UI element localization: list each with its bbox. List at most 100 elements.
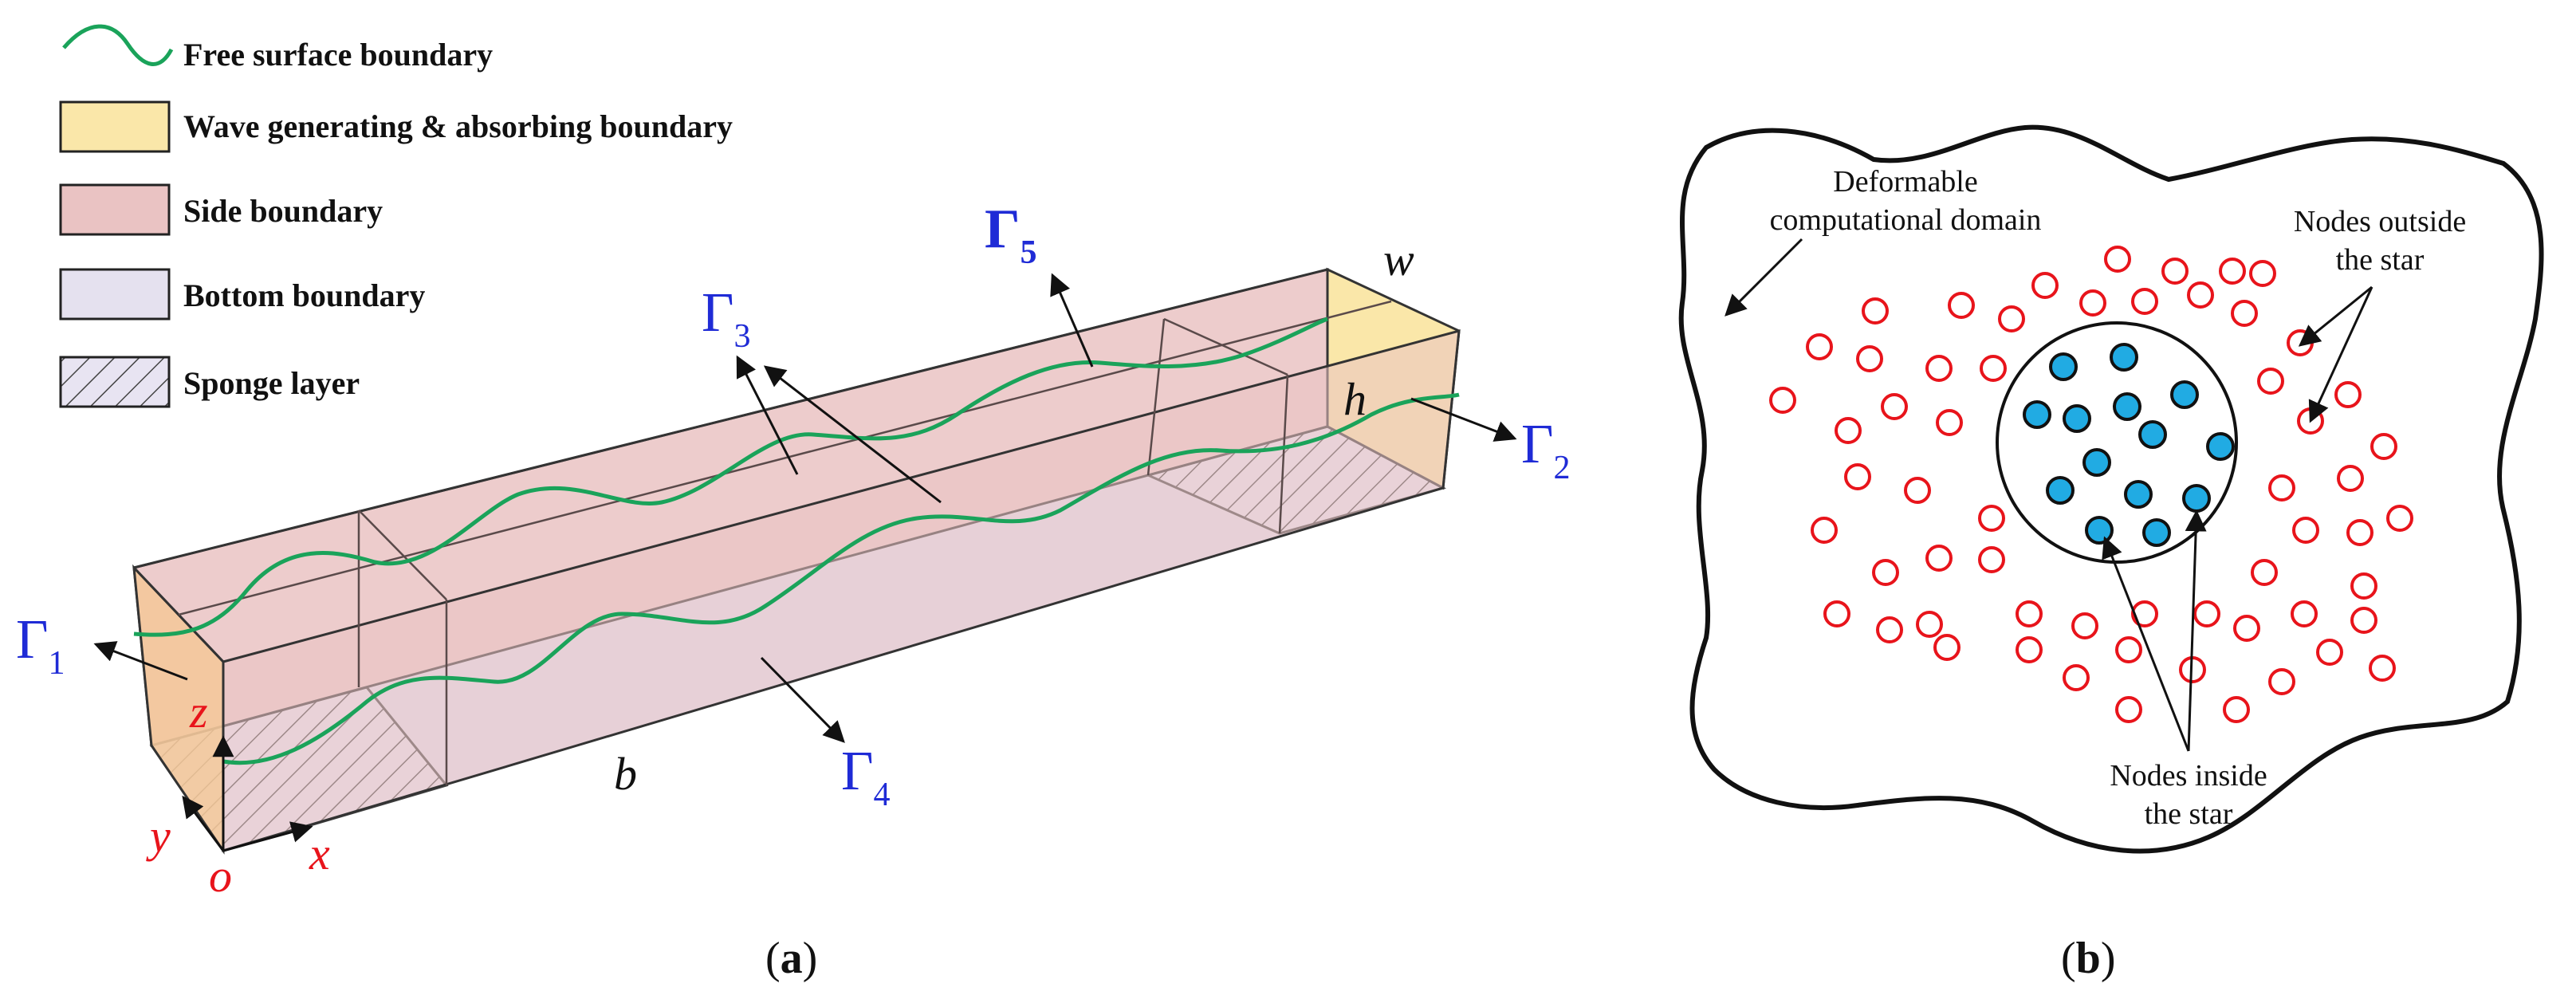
hollow-node <box>1862 297 1889 325</box>
filled-node <box>2049 352 2078 381</box>
hollow-node <box>2219 258 2246 285</box>
gamma3-arrow-b <box>763 365 942 504</box>
hollow-node <box>2257 368 2284 395</box>
gamma5-label: Γ5 <box>985 199 1037 271</box>
legend-free-surface-swatch <box>62 24 174 66</box>
hollow-node <box>2016 600 2043 627</box>
outside-pointer-arrow-a <box>2298 285 2373 347</box>
free-surface-wave-back <box>133 317 1328 637</box>
hollow-node <box>1876 616 1903 643</box>
hollow-node <box>1904 477 1931 504</box>
hollow-node <box>1925 545 1953 572</box>
hollow-node <box>2193 600 2220 627</box>
hollow-node <box>1823 600 1850 627</box>
hollow-node <box>2016 636 2043 663</box>
axis-z-label: z <box>189 686 208 738</box>
hollow-node <box>2268 668 2295 695</box>
hollow-node <box>2249 260 2276 287</box>
legend: Free surface boundary Wave generating & … <box>59 24 733 408</box>
star-diagram: Deformable computational domain Nodes ou… <box>1678 124 2544 854</box>
hollow-node <box>1925 355 1953 382</box>
panel-b-caption: (b) <box>2061 934 2115 983</box>
hollow-node <box>2233 615 2260 642</box>
gamma4-label: Γ4 <box>841 741 890 813</box>
hollow-node <box>2104 246 2131 273</box>
hollow-node <box>2291 600 2318 627</box>
hollow-node <box>2115 636 2142 663</box>
hollow-node <box>2115 696 2142 723</box>
domain-label-line1: Deformable <box>1833 165 1977 199</box>
hollow-node <box>2031 272 2059 299</box>
hollow-node <box>2337 465 2364 492</box>
hollow-node <box>1769 387 1796 414</box>
filled-node <box>2170 380 2199 409</box>
domain-label-line2: computational domain <box>1770 203 2042 237</box>
gamma3-arrow-a <box>736 355 799 475</box>
hollow-node <box>2350 572 2377 600</box>
gamma4-arrow <box>760 656 845 743</box>
hollow-node <box>1835 417 1862 444</box>
hollow-node <box>2292 517 2319 544</box>
hollow-node <box>1881 393 1908 420</box>
axis-y-label: y <box>146 810 171 862</box>
hollow-node <box>1933 634 1961 661</box>
filled-node <box>2138 420 2167 449</box>
hollow-node <box>2268 474 2295 502</box>
hollow-node <box>2386 505 2413 532</box>
inside-pointer-arrow-a <box>2102 536 2190 752</box>
hollow-node <box>2079 289 2106 317</box>
filled-node <box>2023 400 2051 429</box>
filled-node <box>2182 484 2211 513</box>
filled-node <box>2206 432 2235 461</box>
gamma2-label: Γ2 <box>1521 414 1570 486</box>
tank-diagram: Γ1 Γ2 Γ3 Γ4 Γ5 z y x o b h w <box>16 199 1570 902</box>
hollow-node <box>1856 345 1883 372</box>
hollow-node <box>2131 600 2158 627</box>
hollow-node <box>2287 329 2314 356</box>
inside-pointer-arrow-b <box>2185 509 2207 752</box>
gamma2-arrow <box>1410 397 1517 442</box>
inside-label-line2: the star <box>2145 797 2233 831</box>
hollow-node <box>2334 381 2362 408</box>
hollow-node <box>2131 288 2158 315</box>
hollow-node <box>1948 292 1975 319</box>
hollow-node <box>2350 607 2377 634</box>
axis-x-label: x <box>309 828 330 879</box>
hollow-nodes <box>1769 246 2413 723</box>
outside-label-line2: the star <box>2336 243 2425 277</box>
filled-nodes <box>2023 343 2235 547</box>
filled-node <box>2113 392 2141 421</box>
x-axis-arrow <box>222 821 313 852</box>
computational-domain-boundary <box>1678 124 2544 854</box>
inside-label-line1: Nodes inside <box>2110 759 2267 793</box>
hollow-node <box>2251 559 2278 586</box>
legend-sponge-layer-swatch <box>59 356 171 408</box>
hollow-node <box>1998 305 2025 332</box>
hollow-node <box>1844 463 1871 490</box>
hollow-node <box>1872 559 1899 586</box>
legend-bottom-boundary-label: Bottom boundary <box>183 277 425 313</box>
domain-pointer-arrow <box>1725 238 1803 317</box>
hollow-node <box>1936 409 1963 436</box>
legend-free-surface-label: Free surface boundary <box>183 37 493 73</box>
dim-h-label: h <box>1343 373 1367 425</box>
gamma1-label: Γ1 <box>16 609 65 682</box>
hollow-node <box>2346 519 2373 546</box>
hollow-node <box>1916 611 1943 638</box>
panel-a-caption: (a) <box>765 934 817 983</box>
filled-node <box>2085 516 2114 545</box>
legend-wave-boundary-swatch <box>59 100 171 153</box>
hollow-node <box>2370 433 2397 460</box>
y-axis-arrow <box>182 795 225 852</box>
hollow-node <box>2316 639 2343 666</box>
hollow-node <box>1811 517 1838 544</box>
legend-side-boundary-label: Side boundary <box>183 193 383 229</box>
free-surface-wave-front <box>222 392 1460 765</box>
hollow-node <box>2231 300 2258 327</box>
legend-bottom-boundary-swatch <box>59 268 171 321</box>
filled-node <box>2142 518 2171 547</box>
filled-node <box>2063 404 2091 433</box>
outside-pointer-arrow-b <box>2308 286 2373 423</box>
hollow-node <box>1978 546 2005 573</box>
